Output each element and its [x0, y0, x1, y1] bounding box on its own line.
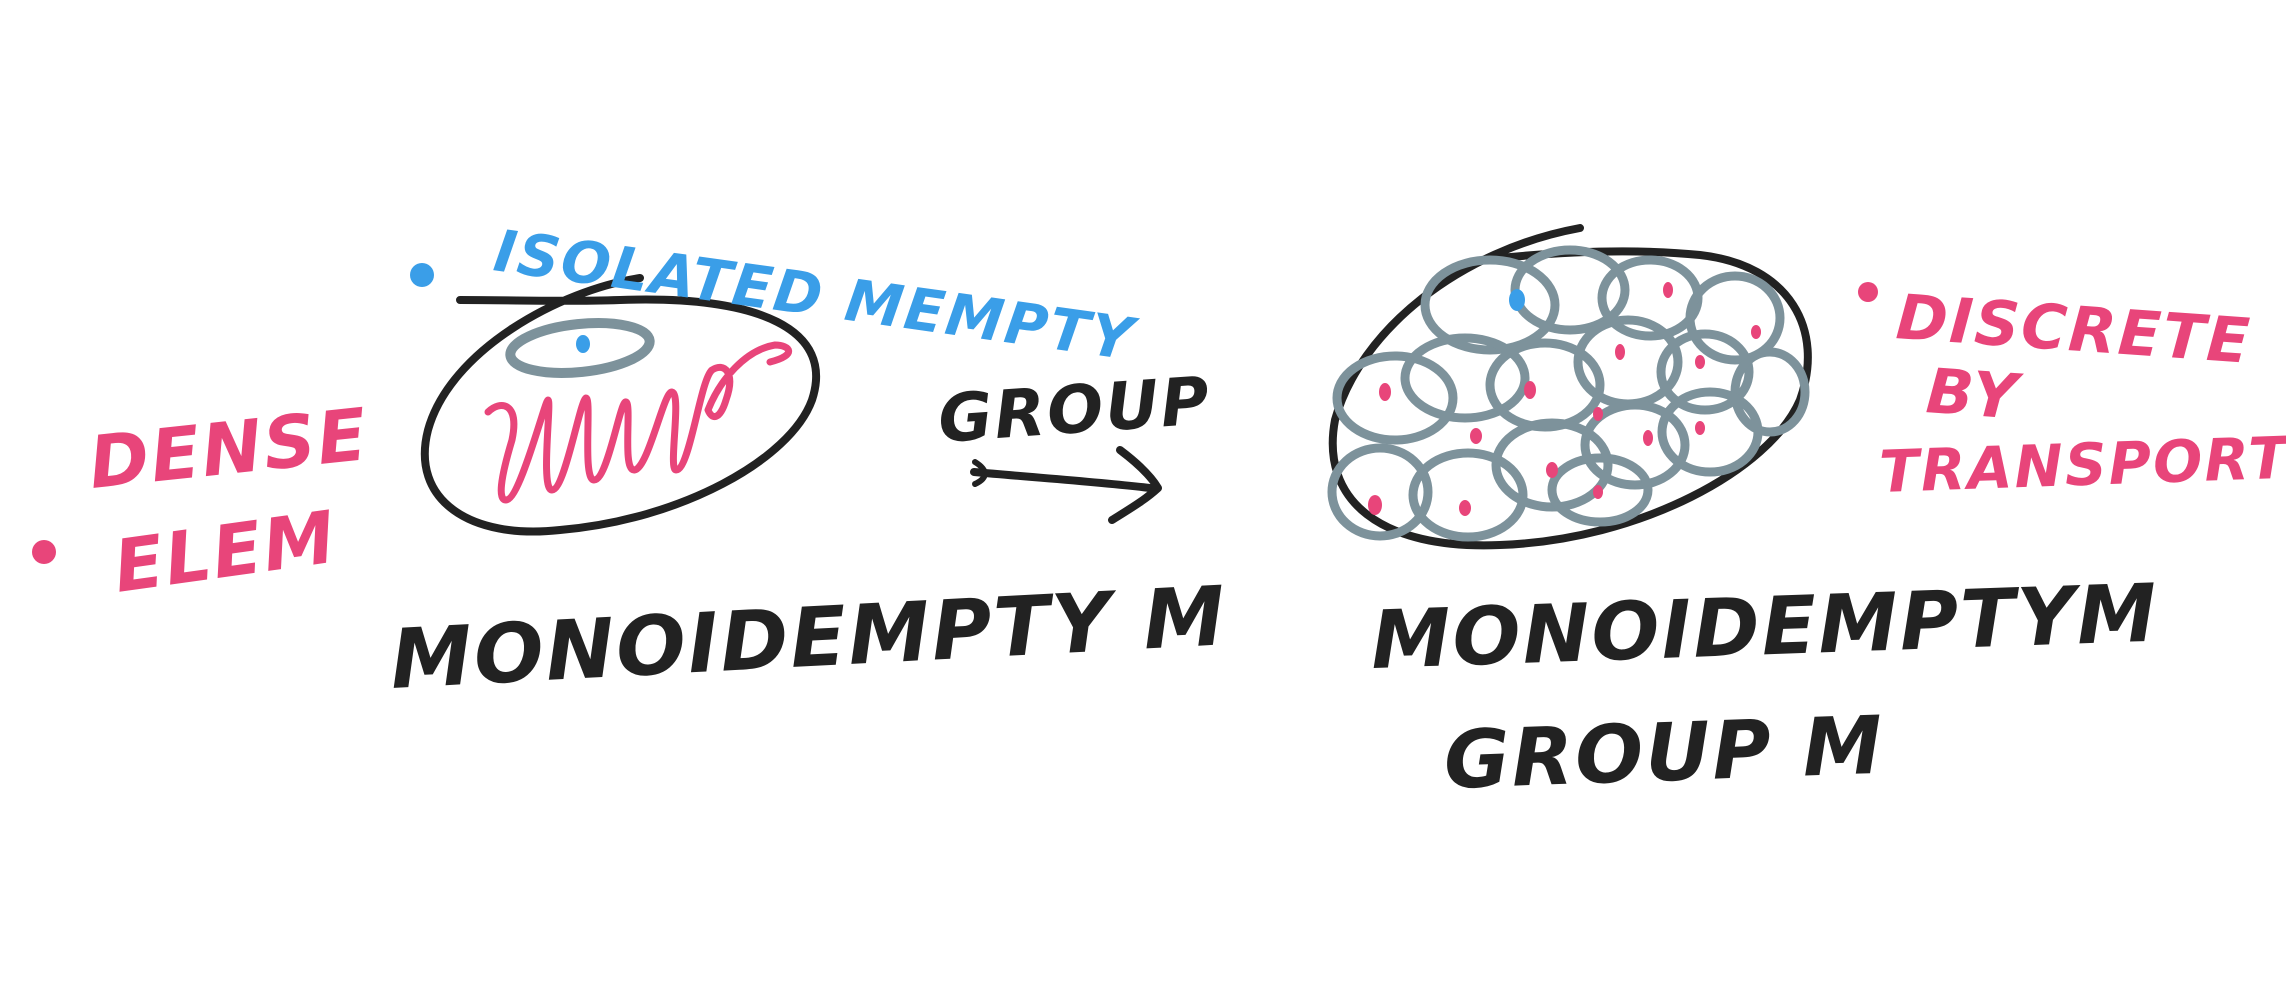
component-ring: [1656, 329, 1754, 415]
component-rings: [1327, 245, 1810, 542]
component-dot: [1695, 355, 1705, 369]
component-ring: [1685, 271, 1785, 365]
right-blob-label-line1: MONOIDEMPTYM: [1369, 567, 2160, 687]
component-dot: [1663, 282, 1673, 298]
component-ring: [1420, 255, 1560, 355]
left-blob-outline: [420, 274, 821, 536]
component-dot: [1470, 428, 1482, 444]
right-discrete-note-line3: TRANSPORT: [1878, 424, 2286, 506]
group-arrow: [970, 446, 1162, 524]
left-blob-label: MONOIDEMPTY M: [388, 569, 1229, 708]
left-blob: [420, 274, 821, 536]
left-pink-bullet-icon: [32, 540, 56, 564]
component-ring: [1491, 418, 1613, 512]
component-ring: [1657, 387, 1763, 477]
component-dot: [1593, 485, 1603, 499]
group-arrow-shaft: [970, 468, 1154, 492]
component-ring: [1408, 448, 1528, 542]
left-dense-note-line2: ELEM: [109, 494, 342, 608]
component-ring: [1332, 351, 1458, 445]
component-dot: [1643, 430, 1653, 446]
component-dots: [1368, 282, 1761, 516]
right-blob-label-line2: GROUP M: [1442, 699, 1885, 807]
isolated-element-ring: [505, 318, 655, 378]
group-arrow-head: [1108, 446, 1162, 524]
right-discrete-note-line2: BY: [1924, 354, 2026, 434]
component-dot: [1615, 344, 1625, 360]
component-dot: [1524, 381, 1536, 399]
component-dot: [1459, 500, 1471, 516]
component-dot: [1695, 421, 1705, 435]
group-arrow-tail: [972, 459, 988, 487]
component-dot: [1751, 325, 1761, 339]
group-arrow-label: GROUP: [936, 362, 1214, 458]
component-ring: [1580, 400, 1690, 490]
left-dense-note-line1: DENSE: [85, 392, 372, 505]
component-dot: [1593, 407, 1603, 421]
component-ring: [1327, 443, 1433, 541]
component-ring: [1730, 347, 1810, 437]
component-ring: [1400, 333, 1530, 423]
isolated-component-dot: [1509, 289, 1525, 311]
component-ring: [1547, 453, 1653, 527]
component-dot: [1546, 462, 1558, 478]
dense-elements-scribble: [484, 341, 793, 504]
left-blue-bullet-icon: [410, 263, 434, 287]
right-blob: [1327, 224, 1812, 550]
component-dot: [1368, 495, 1382, 515]
isolated-element-dot: [576, 335, 590, 353]
component-dot: [1379, 383, 1391, 401]
right-pink-bullet-icon: [1858, 282, 1878, 302]
